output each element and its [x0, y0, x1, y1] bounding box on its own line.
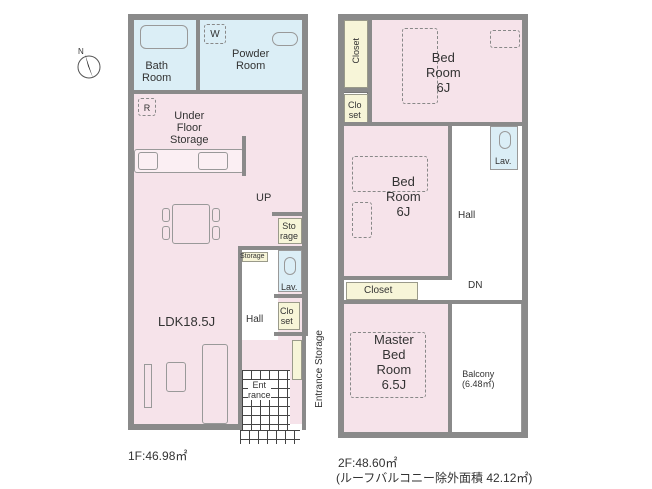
closet-2f-vertical [344, 20, 368, 88]
floor1-area: 1F:46.98㎡ [128, 449, 188, 463]
bed [402, 28, 438, 104]
lav-label: Lav. [281, 282, 298, 292]
hall-label: Hall [246, 314, 264, 325]
chair [162, 226, 170, 240]
entrance-storage [292, 340, 302, 380]
toilet [284, 257, 296, 275]
ldk-label: LDK18.5J [158, 314, 216, 329]
bathtub [140, 25, 188, 49]
tv-stand [144, 364, 152, 408]
desk [352, 202, 372, 238]
sofa [202, 344, 228, 424]
closet-horizontal-label: Closet [364, 285, 393, 296]
bedroom-1 [372, 20, 522, 122]
sink [272, 32, 298, 46]
bedroom-2 [344, 126, 448, 276]
storage-room [278, 218, 302, 244]
chair [212, 208, 220, 222]
bed [350, 332, 426, 398]
up-label: UP [256, 192, 272, 204]
balcony [452, 304, 522, 432]
coffee-table [166, 362, 186, 392]
lav-2f-label: Lav. [495, 156, 512, 166]
porch [240, 430, 300, 444]
bed [352, 156, 428, 192]
closet-vertical-label: Closet [351, 38, 361, 64]
kitchen-sink [198, 152, 228, 170]
fridge-space: R [138, 98, 156, 116]
floor2-area-note: (ルーフバルコニー除外面積 42.12㎡) [336, 471, 533, 485]
closet-1f [278, 302, 300, 330]
north-arrow-icon: N [77, 47, 101, 79]
master-bedroom [344, 304, 448, 432]
small-storage-label: Storage [240, 253, 265, 260]
lavatory-1f [278, 250, 302, 292]
small-storage [242, 252, 268, 262]
entrance [242, 370, 290, 430]
chair [162, 208, 170, 222]
chair [212, 226, 220, 240]
compass: N [74, 42, 104, 82]
dining-table [172, 204, 210, 244]
hall-1f [242, 250, 278, 340]
toilet [499, 131, 511, 149]
dn-label: DN [468, 280, 483, 291]
desk [490, 30, 520, 48]
lavatory-2f [490, 126, 518, 170]
closet-2f-horizontal [346, 282, 418, 300]
svg-text:N: N [78, 47, 84, 56]
floor2-area: 2F:48.60㎡ [338, 456, 398, 470]
balcony-label: Balcony(6.48㎡) [462, 369, 495, 389]
washer-space: W [204, 24, 226, 44]
hall-2f-label: Hall [458, 210, 476, 221]
entrance-storage-label: Entrance Storage [314, 330, 325, 408]
stove [138, 152, 158, 170]
hall-2f [452, 126, 486, 302]
